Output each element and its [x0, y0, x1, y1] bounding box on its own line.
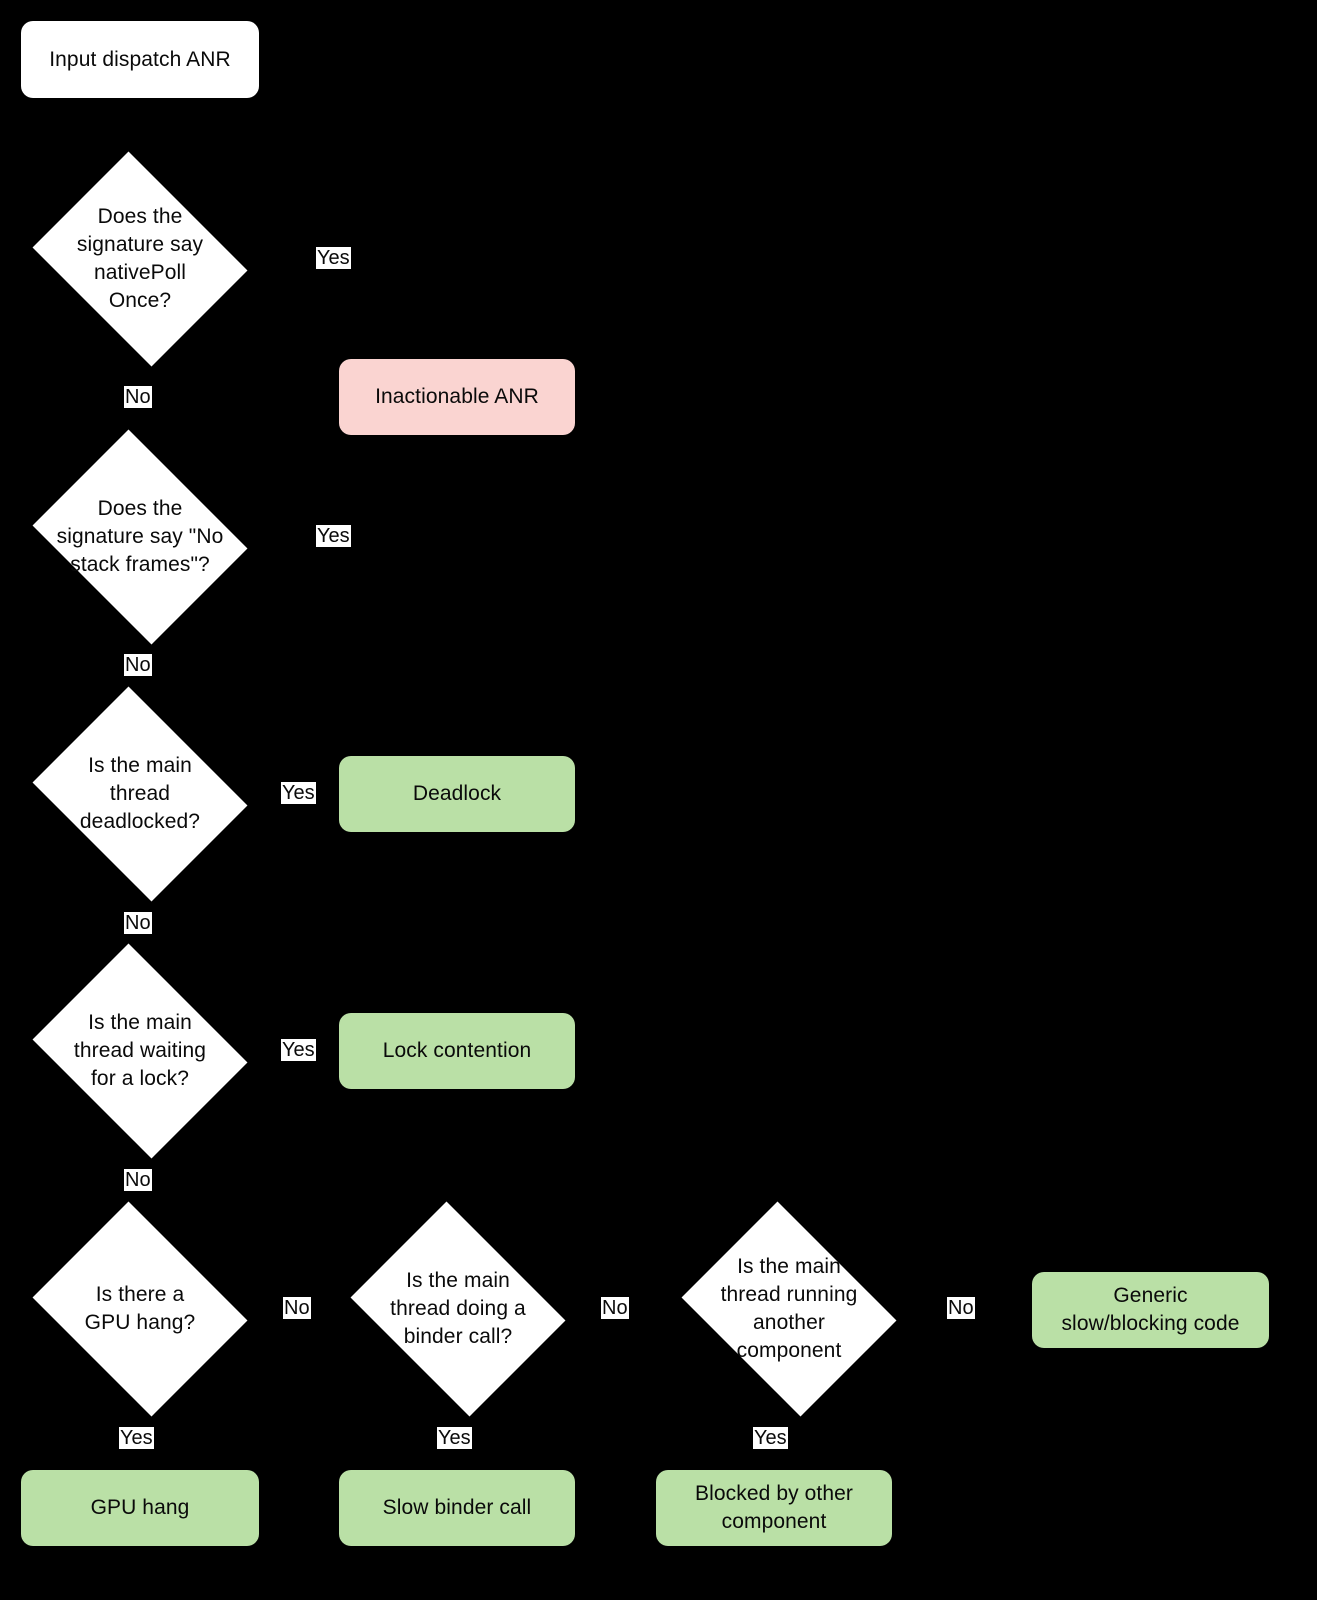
arrowhead-deadlocked-yes	[328, 787, 339, 801]
node-label: Blocked by other component	[694, 1482, 854, 1533]
node-terminal-deadlock[interactable]: Deadlock	[339, 756, 575, 832]
edge-label-binder-call-yes: Yes	[437, 1427, 472, 1449]
edge-label-native-poll-no: No	[124, 386, 152, 408]
arrowhead-deadlocked-no	[133, 944, 147, 955]
node-label: Does the signature say nativePoll Once?	[76, 205, 204, 312]
node-decision-main-thread-deadlocked[interactable]: Is the main thread deadlocked?	[21, 686, 259, 902]
node-label: Is the main thread deadlocked?	[79, 754, 201, 833]
edge-start-to-native-poll	[139, 98, 141, 152]
edge-no-stack-frames-yes	[259, 536, 457, 538]
node-label: Is the main thread doing a binder call?	[390, 1269, 526, 1348]
node-decision-binder-call[interactable]: Is the main thread doing a binder call?	[339, 1201, 577, 1417]
arrowhead-native-poll-yes	[450, 348, 464, 359]
node-label: Is there a GPU hang?	[84, 1283, 196, 1334]
edge-label-no-stack-frames-yes: Yes	[316, 525, 351, 547]
node-decision-gpu-hang[interactable]: Is there a GPU hang?	[21, 1201, 259, 1417]
arrowhead-other-component-yes	[782, 1459, 796, 1470]
node-label: Inactionable ANR	[375, 385, 539, 409]
edge-label-gpu-hang-yes: Yes	[119, 1427, 154, 1449]
node-label: Is the main thread running another compo…	[720, 1255, 858, 1362]
arrowhead-waiting-lock-no	[133, 1201, 147, 1212]
node-decision-waiting-for-lock[interactable]: Is the main thread waiting for a lock?	[21, 943, 259, 1159]
edge-native-poll-yes	[259, 258, 457, 260]
edge-label-deadlocked-no: No	[124, 912, 152, 934]
edge-label-waiting-lock-yes: Yes	[281, 1039, 316, 1061]
arrowhead-no-stack-frames-yes	[450, 435, 464, 446]
node-decision-native-poll-once[interactable]: Does the signature say nativePoll Once?	[21, 151, 259, 367]
node-terminal-lock-contention[interactable]: Lock contention	[339, 1013, 575, 1089]
node-label: Slow binder call	[382, 1496, 532, 1520]
edge-native-poll-yes-drop	[456, 258, 458, 348]
node-label: Lock contention	[382, 1039, 532, 1063]
node-label: Generic slow/blocking code	[1061, 1284, 1240, 1335]
edge-label-other-component-yes: Yes	[753, 1427, 788, 1449]
node-terminal-blocked-by-other-component[interactable]: Blocked by other component	[656, 1470, 892, 1546]
node-label: Is the main thread waiting for a lock?	[73, 1011, 207, 1090]
node-terminal-generic-slow-blocking-code[interactable]: Generic slow/blocking code	[1032, 1272, 1269, 1348]
node-terminal-inactionable-anr[interactable]: Inactionable ANR	[339, 359, 575, 435]
edge-label-no-stack-frames-no: No	[124, 654, 152, 676]
arrowhead-native-poll-no	[133, 430, 147, 441]
arrowhead-binder-call-yes	[450, 1459, 464, 1470]
arrowhead-binder-call-no	[644, 1302, 655, 1316]
arrowhead-gpu-hang-yes	[133, 1459, 147, 1470]
node-label: Deadlock	[412, 782, 502, 806]
node-decision-running-another-component[interactable]: Is the main thread running another compo…	[670, 1201, 908, 1417]
arrowhead-waiting-lock-yes	[328, 1044, 339, 1058]
node-terminal-gpu-hang[interactable]: GPU hang	[21, 1470, 259, 1546]
node-label: Does the signature say "No stack frames"…	[56, 497, 224, 576]
edge-label-deadlocked-yes: Yes	[281, 782, 316, 804]
arrowhead-gpu-hang-no	[327, 1302, 338, 1316]
edge-other-component-yes	[788, 1405, 790, 1459]
node-decision-no-stack-frames[interactable]: Does the signature say "No stack frames"…	[21, 429, 259, 645]
node-label: GPU hang	[90, 1496, 190, 1520]
node-terminal-slow-binder-call[interactable]: Slow binder call	[339, 1470, 575, 1546]
arrowhead-no-stack-frames-no	[133, 687, 147, 698]
edge-label-waiting-lock-no: No	[124, 1169, 152, 1191]
node-label: Input dispatch ANR	[49, 47, 231, 71]
edge-label-other-component-no: No	[947, 1297, 975, 1319]
edge-other-component-no	[908, 1308, 1046, 1310]
edge-label-binder-call-no: No	[601, 1297, 629, 1319]
edge-label-native-poll-yes: Yes	[316, 247, 351, 269]
node-start-input-dispatch-anr[interactable]: Input dispatch ANR	[21, 21, 259, 98]
edge-no-stack-frames-yes-rise	[456, 446, 458, 536]
arrowhead-start-to-native-poll	[133, 152, 147, 163]
edge-label-gpu-hang-no: No	[283, 1297, 311, 1319]
